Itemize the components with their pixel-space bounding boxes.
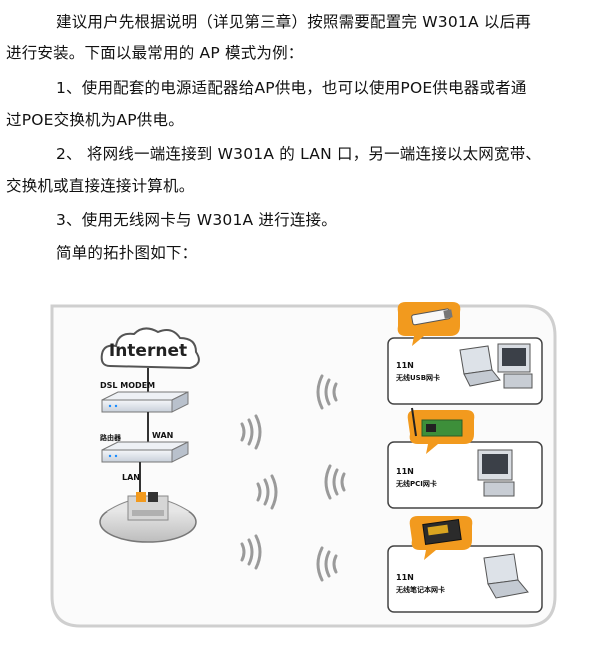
laptop-icon [483,553,529,599]
notebook-adapter-bubble [409,516,473,560]
paragraph-4-line-1: 3、使用无线网卡与 W301A 进行连接。 [56,211,337,229]
topology-diagram: Internet DSL MODEM WAN 路由器 LAN [40,296,565,632]
client3-line2: 无线笔记本网卡 [395,585,445,594]
wireless-waves-clients [316,374,346,582]
paragraph-2-line-2: 过POE交换机为AP供电。 [6,111,184,129]
client2-line1: 11N [396,467,414,476]
internet-label: Internet [109,341,187,361]
router-device [101,441,189,463]
dsl-modem-label: DSL MODEM [100,381,155,390]
client1-line1: 11N [396,361,414,370]
paragraph-1-line-2: 进行安装。下面以最常用的 AP 模式为例： [6,44,304,62]
client1-line2: 无线USB网卡 [395,373,440,382]
paragraph-3-line-2: 交换机或直接连接计算机。 [6,177,195,195]
lan-label: LAN [122,473,140,482]
access-point-device [99,492,197,543]
pci-adapter-bubble [407,407,475,454]
topology-svg: Internet DSL MODEM WAN 路由器 LAN [50,302,557,628]
laptop-icon [459,345,501,387]
desktop-computer-icon [477,449,515,497]
usb-adapter-bubble [397,302,461,346]
wan-label: WAN [152,431,173,440]
paragraph-3-line-1: 2、 将网线一端连接到 W301A 的 LAN 口，另一端连接以太网宽带、 [56,145,542,163]
dsl-modem-device [101,391,189,413]
router-label: 路由器 [100,433,122,442]
desktop-computer-icon [497,343,533,389]
internet-cloud [100,327,200,370]
client2-line2: 无线PCI网卡 [395,479,437,488]
paragraph-5-line-1: 简单的拓扑图如下： [56,244,198,262]
paragraph-1-line-1: 建议用户先根据说明（详见第三章）按照需要配置完 W301A 以后再 [56,13,531,31]
client3-line1: 11N [396,573,414,582]
paragraph-2-line-1: 1、使用配套的电源适配器给AP供电，也可以使用POE供电器或者通 [56,79,527,97]
wireless-waves-ap [240,414,278,570]
